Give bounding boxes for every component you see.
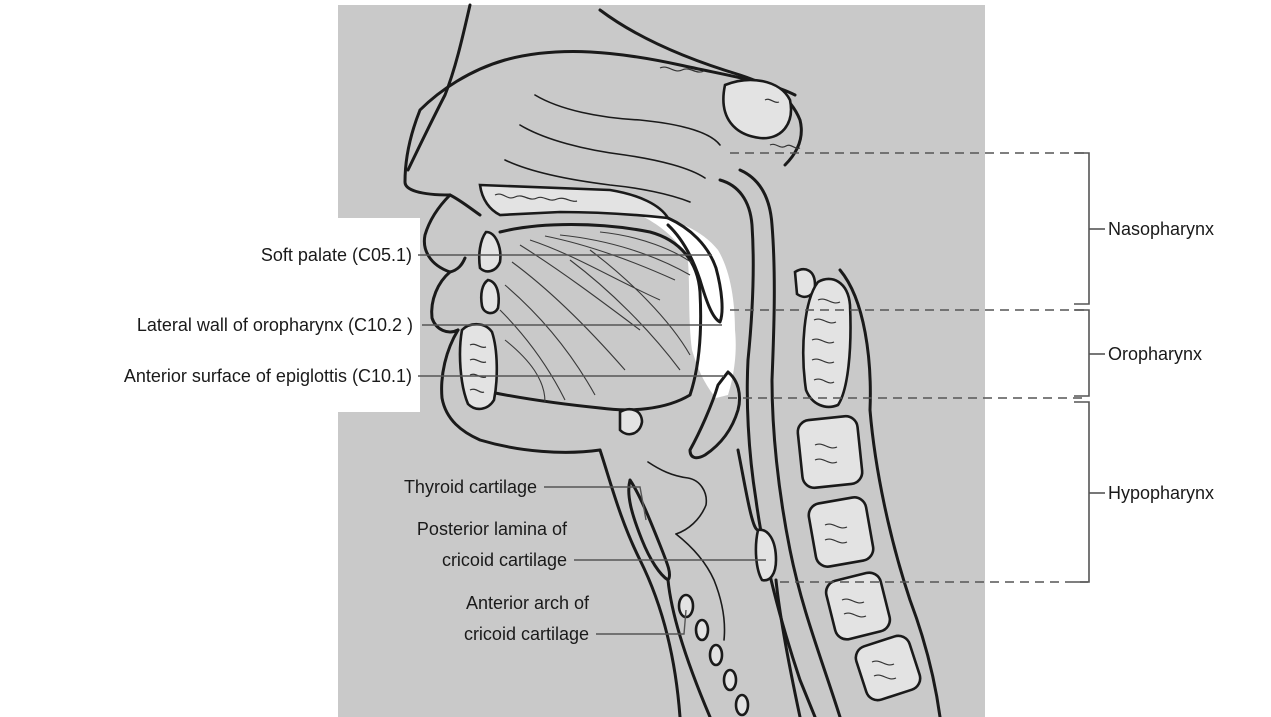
nasopharynx-label: Nasopharynx xyxy=(1108,219,1214,239)
region-brackets xyxy=(1074,153,1105,582)
lateral-wall-label: Lateral wall of oropharynx (C10.2 ) xyxy=(137,315,413,335)
oropharynx-bracket xyxy=(1074,310,1089,396)
hyoid-bone xyxy=(620,409,642,434)
anterior-arch-label-line2: cricoid cartilage xyxy=(464,624,589,644)
posterior-lamina-label-line2: cricoid cartilage xyxy=(442,550,567,570)
soft-palate-label: Soft palate (C05.1) xyxy=(261,245,412,265)
anterior-arch-label-line1: Anterior arch of xyxy=(466,593,590,613)
thyroid-cartilage-label: Thyroid cartilage xyxy=(404,477,537,497)
nasopharynx-bracket xyxy=(1074,153,1089,304)
mandible xyxy=(460,324,497,409)
region-labels: Nasopharynx Oropharynx Hypopharynx xyxy=(1108,219,1214,503)
oropharynx-label: Oropharynx xyxy=(1108,344,1202,364)
hypopharynx-label: Hypopharynx xyxy=(1108,483,1214,503)
posterior-lamina-label-line1: Posterior lamina of xyxy=(417,519,568,539)
hypopharynx-bracket xyxy=(1074,402,1089,582)
epiglottis-surface-label: Anterior surface of epiglottis (C10.1) xyxy=(124,366,412,386)
lower-incisor xyxy=(481,280,498,313)
